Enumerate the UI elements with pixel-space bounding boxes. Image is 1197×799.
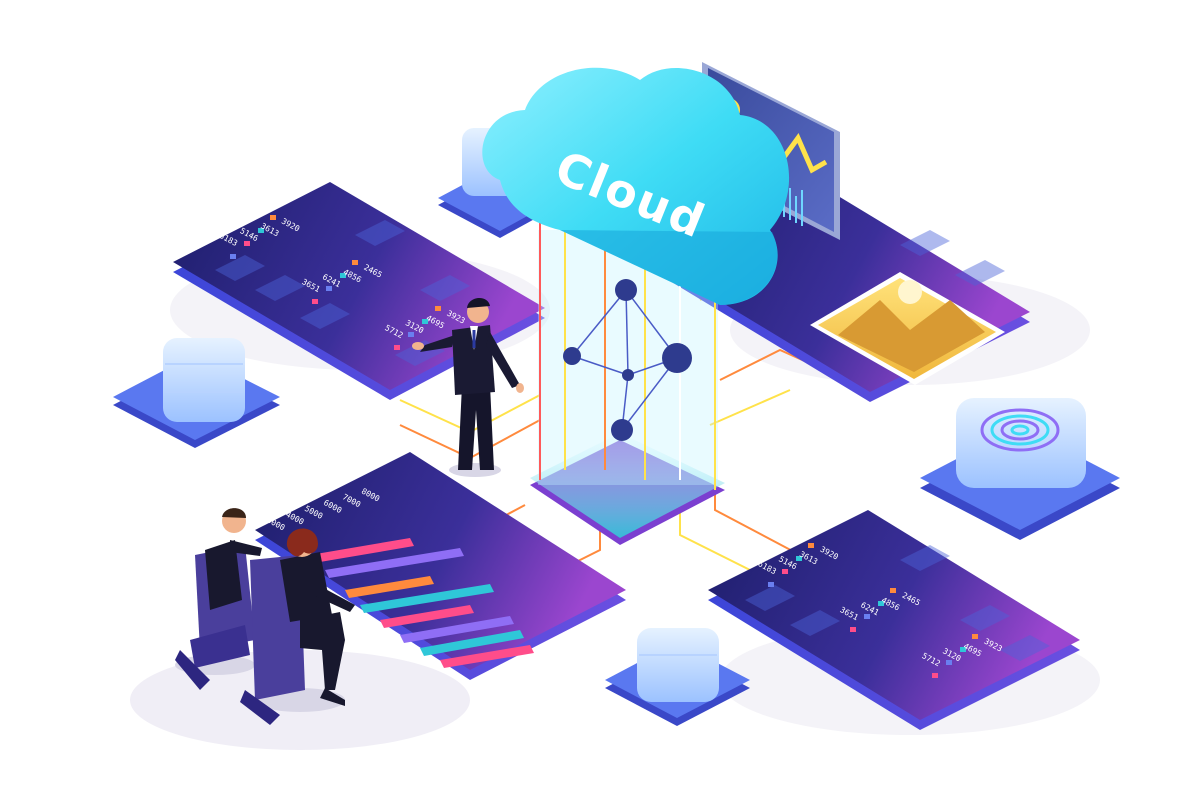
network-graph (571, 289, 678, 431)
seated-man (175, 508, 262, 690)
bar-chart-icon (310, 538, 534, 668)
cloud-icon: Cloud (482, 67, 790, 306)
network-nodes (563, 279, 692, 441)
fingerprint-icon (920, 398, 1120, 540)
data-panel-bottom-right: 3920 3613 5146 6183 2465 4856 6241 3651 … (708, 510, 1080, 730)
image-icon (810, 272, 1005, 385)
server-stack-icon (113, 338, 280, 448)
presenter-person (412, 297, 524, 477)
legend-squares-bottom-right (768, 543, 978, 678)
server-stack-icon (605, 628, 750, 726)
legend-squares-top-left (230, 215, 441, 350)
bar-chart-panel: 8000 7000 6000 5000 4000 3000 (255, 452, 626, 680)
seated-woman (240, 528, 355, 725)
